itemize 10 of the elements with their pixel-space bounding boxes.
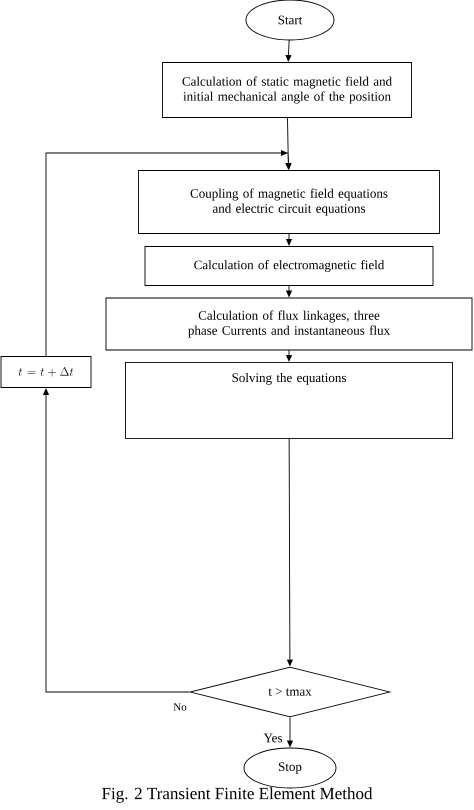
process-box: Calculation of electromagnetic field xyxy=(144,246,434,286)
edge-label: No xyxy=(172,702,188,712)
caption: Fig. 2 Transient Finite Element Method xyxy=(102,787,372,803)
edge-label: Yes xyxy=(262,732,284,744)
process-box: Calculation of flux linkages, three phase Currents and instantaneous flux xyxy=(106,298,472,350)
arrow xyxy=(46,152,292,356)
process-box: Solving the equations xyxy=(125,362,453,439)
update-box: $t = t + \Delta t$ xyxy=(0,356,92,388)
process-box: Calculation of static magnetic field and initial mechanical angle of the position xyxy=(162,62,412,118)
process-box: Coupling of magnetic field equations and electric circuit equations xyxy=(138,170,440,234)
